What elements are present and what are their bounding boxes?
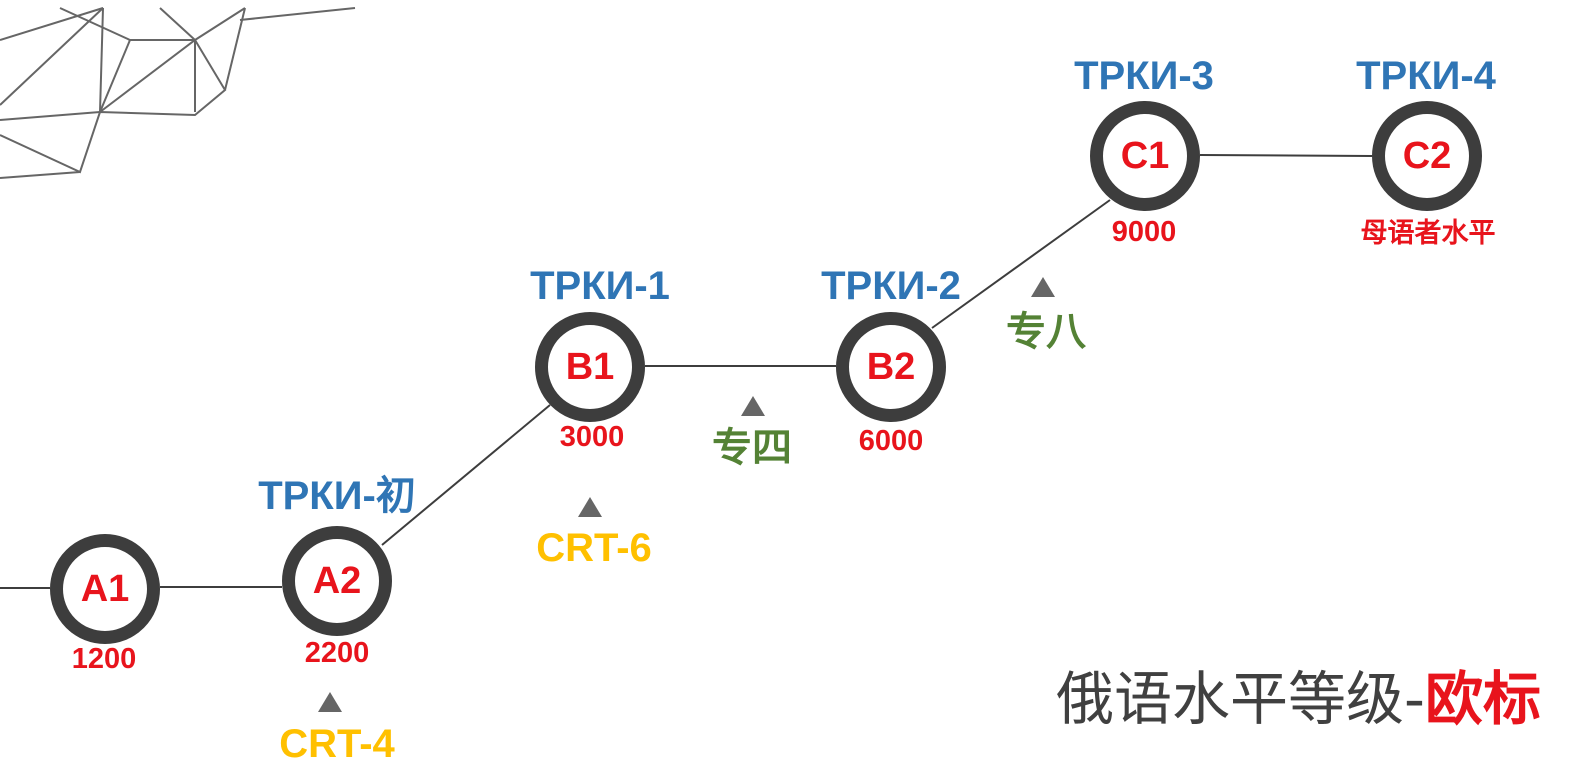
path-segment-a2-b1 [381, 404, 551, 546]
count-label-c2: 母语者水平 [1360, 218, 1496, 248]
triangle-marker-icon [1031, 277, 1055, 297]
count-label-c1: 9000 [1111, 216, 1177, 248]
level-path [0, 154, 1373, 589]
triangle-marker-icon [318, 692, 342, 712]
count-label-b1: 3000 [559, 421, 625, 453]
exam-label-tem8: 专八 [1006, 310, 1086, 354]
page-title: 俄语水平等级-欧标 [1056, 670, 1541, 728]
trki-label-a2: ТРКИ-初 [258, 474, 416, 518]
count-label-a2: 2200 [304, 637, 370, 669]
level-node-b2: B2 [836, 312, 946, 422]
trki-label-c1: ТРКИ-3 [1074, 54, 1214, 98]
level-label: C2 [1402, 135, 1452, 177]
level-node-c2: C2 [1372, 101, 1482, 211]
exam-label-crt4: CRT-4 [279, 722, 395, 766]
level-label: B1 [565, 346, 615, 388]
exam-label-crt6: CRT-6 [536, 526, 652, 570]
level-label: A2 [312, 560, 362, 602]
path-segment-c1-c2 [1199, 154, 1373, 157]
path-segment-b2-c1 [931, 199, 1111, 329]
level-node-a2: A2 [282, 526, 392, 636]
count-label-b2: 6000 [858, 425, 924, 457]
level-label: B2 [866, 346, 916, 388]
triangle-marker-icon [741, 396, 765, 416]
triangle-marker-icon [578, 497, 602, 517]
level-node-a1: A1 [50, 534, 160, 644]
trki-label-b2: ТРКИ-2 [821, 264, 961, 308]
level-label: C1 [1120, 135, 1170, 177]
decorative-mesh [0, 7, 356, 179]
exam-label-tem4: 专四 [712, 426, 792, 470]
level-label: A1 [80, 568, 130, 610]
trki-label-b1: ТРКИ-1 [530, 264, 670, 308]
count-label-a1: 1200 [71, 643, 137, 675]
level-node-b1: B1 [535, 312, 645, 422]
title-main: 俄语水平等级- [1056, 665, 1425, 733]
title-accent: 欧标 [1424, 665, 1541, 733]
level-node-c1: C1 [1090, 101, 1200, 211]
trki-label-c2: ТРКИ-4 [1356, 54, 1496, 98]
